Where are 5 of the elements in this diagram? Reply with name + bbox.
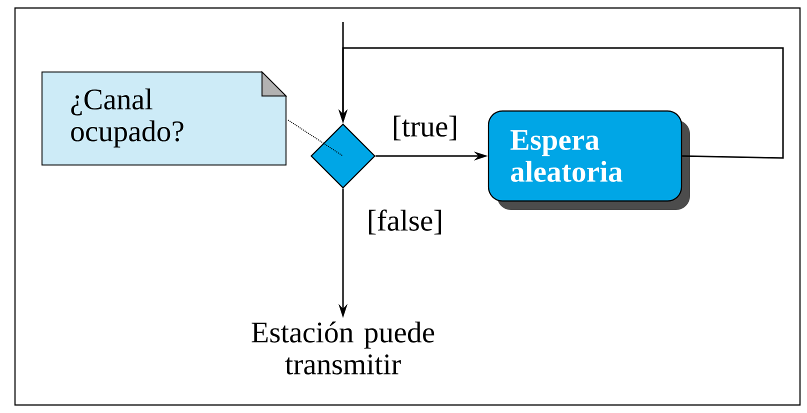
edge-label: [false] (366, 208, 444, 236)
leader-line (288, 120, 344, 156)
edge-label: [true] (390, 114, 460, 142)
end-label: Estación puede transmitir (252, 322, 434, 374)
action-box: Espera aleatoria (488, 110, 690, 210)
